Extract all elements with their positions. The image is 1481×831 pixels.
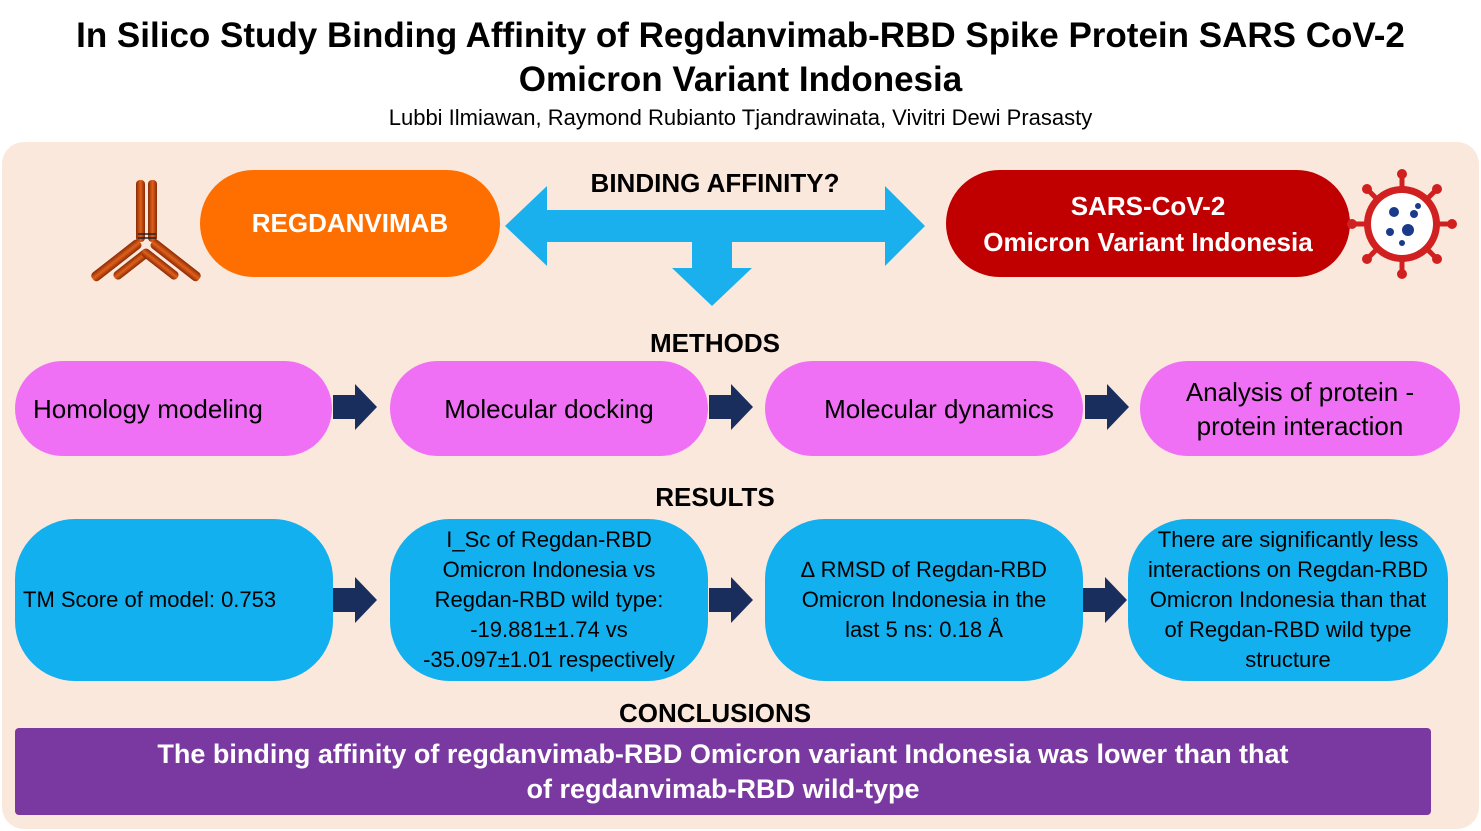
- binding-affinity-heading: BINDING AFFINITY?: [590, 168, 840, 198]
- result-text: TM Score of model: 0.753: [23, 587, 277, 612]
- poster-title: In Silico Study Binding Affinity of Regd…: [76, 16, 1405, 99]
- method-molecular-dynamics: Molecular dynamics: [765, 361, 1083, 456]
- virus-icon: [1347, 169, 1457, 279]
- arrow-right-icon: [709, 384, 753, 430]
- sars-cov2-label: SARS-CoV-2: [1070, 190, 1226, 221]
- method-homology-modeling: Homology modeling: [15, 361, 332, 456]
- arrow-right-icon: [709, 577, 753, 623]
- result-rmsd: ∆ RMSD of Regdan-RBD Omicron Indonesia i…: [765, 519, 1083, 681]
- regdanvimab-label: REGDANVIMAB: [251, 208, 449, 238]
- method-label: Molecular docking: [444, 393, 654, 424]
- result-text: I_Sc of Regdan-RBD Omicron Indonesia vs …: [423, 527, 675, 672]
- antibody-icon: [91, 180, 201, 282]
- method-ppi-analysis: Analysis of protein - protein interactio…: [1140, 361, 1460, 456]
- result-text: ∆ RMSD of Regdan-RBD Omicron Indonesia i…: [801, 557, 1047, 642]
- authors: Lubbi Ilmiawan, Raymond Rubianto Tjandra…: [388, 105, 1093, 130]
- omicron-variant-label: Omicron Variant Indonesia: [983, 226, 1313, 257]
- methods-heading: METHODS: [650, 328, 780, 358]
- conclusion-box: The binding affinity of regdanvimab-RBD …: [15, 728, 1431, 815]
- method-molecular-docking: Molecular docking: [390, 361, 708, 456]
- results-heading: RESULTS: [655, 482, 775, 512]
- regdanvimab-pill: REGDANVIMAB: [200, 170, 500, 277]
- result-interface-score: I_Sc of Regdan-RBD Omicron Indonesia vs …: [390, 519, 708, 681]
- result-text: There are significantly less interaction…: [1147, 527, 1429, 672]
- conclusions-heading: CONCLUSIONS: [618, 698, 812, 728]
- sars-cov2-pill: SARS-CoV-2 Omicron Variant Indonesia: [946, 170, 1350, 277]
- arrow-right-icon: [333, 577, 377, 623]
- method-label: Homology modeling: [33, 393, 263, 424]
- conclusion-text: The binding affinity of regdanvimab-RBD …: [157, 738, 1289, 804]
- binding-arrow-icon: [505, 186, 925, 306]
- result-tm-score: TM Score of model: 0.753: [15, 519, 333, 681]
- arrow-right-icon: [333, 384, 377, 430]
- arrow-right-icon: [1083, 577, 1127, 623]
- method-label: Molecular dynamics: [824, 393, 1054, 424]
- method-label: Analysis of protein - protein interactio…: [1185, 376, 1415, 441]
- arrow-right-icon: [1085, 384, 1129, 430]
- result-interactions: There are significantly less interaction…: [1128, 519, 1448, 681]
